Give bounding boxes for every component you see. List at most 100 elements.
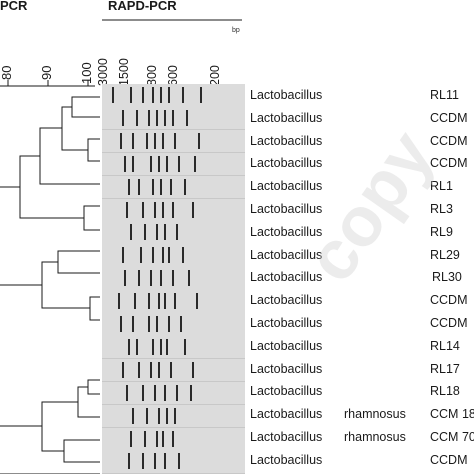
strain-label: CCDM	[430, 293, 468, 308]
gel-band	[112, 87, 114, 103]
gel-band	[138, 270, 140, 287]
strain-label: CCDM	[430, 316, 468, 330]
gel-band	[178, 453, 180, 470]
gel-band	[142, 453, 144, 470]
genus-label: Lactobacillus	[250, 224, 323, 239]
gel-band	[132, 316, 134, 332]
genus-label: Lactobacillus	[250, 133, 323, 148]
gel-band	[134, 293, 136, 310]
gel-band	[130, 224, 132, 241]
gel-band	[160, 338, 162, 355]
gel-lane	[102, 450, 245, 474]
gel-band	[146, 407, 148, 424]
genus-label: Lactobacillus	[250, 202, 323, 216]
gel-band	[166, 155, 168, 172]
gel-band	[128, 453, 130, 470]
gel-band	[184, 338, 186, 355]
strain-label: CCDM	[430, 156, 468, 171]
gel-band	[126, 201, 128, 218]
gel-band	[142, 87, 144, 103]
gel-band	[184, 178, 186, 195]
gel-band	[138, 361, 140, 378]
gel-band	[130, 430, 132, 447]
genus-label: Lactobacillus	[250, 361, 323, 376]
gel-band	[154, 201, 156, 218]
gel-band	[136, 338, 138, 355]
gel-lane	[102, 358, 245, 383]
gel-band	[188, 270, 190, 287]
gel-band	[162, 247, 164, 264]
gel-lane	[102, 267, 245, 291]
strain-label: RL11	[430, 88, 459, 102]
gel-band	[174, 407, 176, 424]
gel-band	[122, 247, 124, 264]
gel-band	[172, 201, 174, 218]
gel-band	[152, 247, 154, 264]
gel-image	[102, 84, 245, 474]
gel-band	[162, 132, 164, 149]
gel-band	[174, 132, 176, 149]
genus-label: Lactobacillus	[250, 338, 323, 353]
genus-label: Lactobacillus	[250, 247, 323, 262]
gel-band	[198, 132, 200, 149]
gel-band	[156, 109, 158, 126]
gel-band	[126, 384, 128, 401]
gel-lane	[102, 152, 245, 177]
gel-band	[186, 109, 188, 126]
gel-band	[122, 361, 124, 378]
gel-band	[152, 178, 154, 195]
genus-label: Lactobacillus	[250, 110, 323, 125]
strain-label: RL9	[430, 224, 453, 239]
gel-band	[160, 270, 162, 287]
gel-band	[156, 224, 158, 241]
header-rules	[0, 19, 242, 87]
genus-label: Lactobacillus	[250, 88, 323, 102]
gel-lane	[102, 221, 245, 245]
gel-band	[164, 293, 166, 310]
gel-band	[124, 270, 126, 287]
gel-band	[122, 109, 124, 126]
gel-band	[162, 430, 164, 447]
strain-label: CCDM	[430, 133, 468, 148]
gel-band	[154, 453, 156, 470]
gel-band	[144, 224, 146, 241]
gel-band	[136, 109, 138, 126]
strain-label: RL29	[430, 247, 460, 262]
genus-label: Lactobacillus	[250, 270, 323, 285]
left-header-partial: PCR	[0, 0, 28, 13]
gel-band	[158, 361, 160, 378]
strain-label: RL1	[430, 179, 453, 194]
genus-label: Lactobacillus	[250, 316, 323, 330]
gel-band	[192, 361, 194, 378]
gel-band	[158, 155, 160, 172]
gel-band	[132, 132, 134, 149]
gel-band	[132, 155, 134, 172]
gel-band	[152, 338, 154, 355]
strain-label: RL18	[430, 384, 460, 399]
gel-band	[128, 178, 130, 195]
gel-band	[162, 201, 164, 218]
gel-band	[176, 384, 178, 401]
gel-band	[192, 201, 194, 218]
gel-band	[160, 178, 162, 195]
gel-band	[194, 155, 196, 172]
gel-band	[172, 430, 174, 447]
gel-band	[154, 384, 156, 401]
gel-lane	[102, 129, 245, 154]
genus-label: Lactobacillus	[250, 452, 323, 467]
gel-band	[164, 224, 166, 241]
gel-band	[118, 293, 120, 310]
gel-band	[140, 247, 142, 264]
gel-band	[182, 247, 184, 264]
gel-lane	[102, 106, 245, 131]
genus-label: Lactobacillus	[250, 407, 323, 422]
genus-label: Lactobacillus	[250, 430, 323, 444]
genus-label: Lactobacillus	[250, 156, 323, 171]
gel-band	[158, 293, 160, 310]
gel-band	[142, 384, 144, 401]
gel-lane	[102, 198, 245, 223]
strain-label: RL14	[430, 338, 460, 353]
species-label: rhamnosus	[344, 430, 406, 444]
